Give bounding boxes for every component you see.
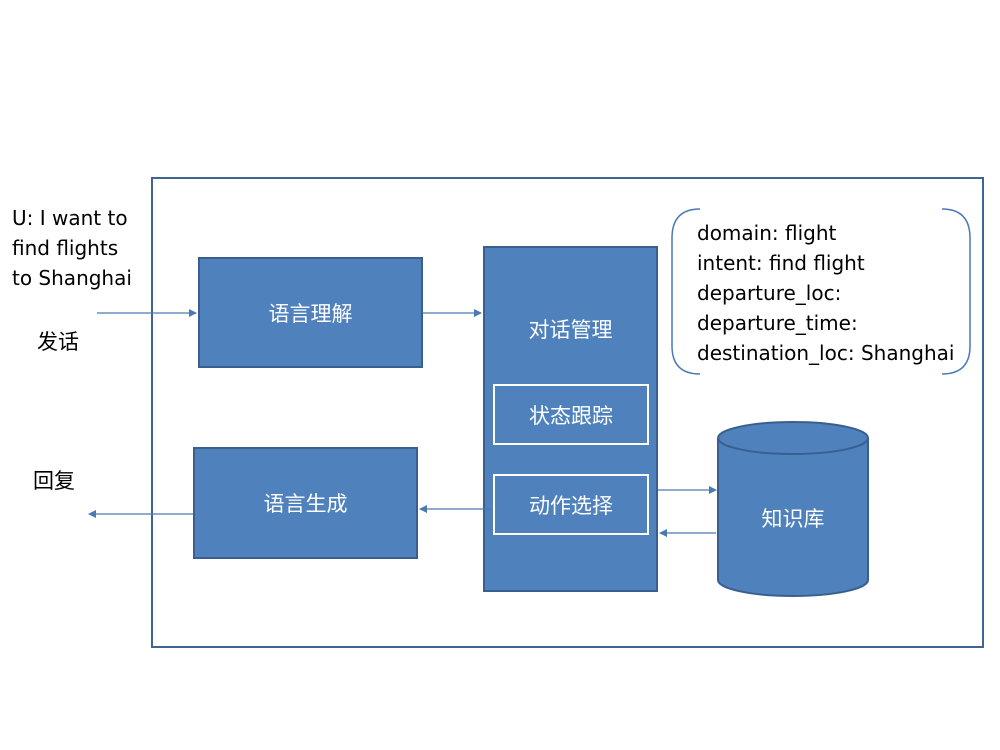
bracket-left [671,208,701,375]
dialogue-manager-label: 对话管理 [528,318,613,342]
state-line-departure-loc: departure_loc: [697,281,842,305]
cylinder-top [717,421,869,455]
state-line-departure-time: departure_time: [697,311,858,335]
state-tracking-box: 状态跟踪 [493,384,649,445]
nlg-label: 语言生成 [263,492,348,516]
user-utterance: U: I want to find flights to Shanghai [12,203,147,293]
system-frame [151,177,984,648]
nlu-label: 语言理解 [268,301,353,326]
dialogue-state-bracket [671,208,971,375]
knowledge-base-label: 知识库 [762,507,825,531]
state-line-intent: intent: find flight [697,251,865,275]
speak-label: 发话 [37,330,79,354]
dialogue-state: domain: flight intent: find flight depar… [697,218,954,368]
nlu-box: 语言理解 [198,257,423,368]
action-selection-box: 动作选择 [493,474,649,535]
cylinder-body [717,438,869,597]
nlg-box: 语言生成 [193,447,418,559]
state-tracking-label: 状态跟踪 [529,403,613,428]
state-line-domain: domain: flight [697,221,837,245]
user-utterance-line: to Shanghai [12,266,132,290]
bracket-right [941,208,971,375]
reply-label: 回复 [33,469,75,493]
knowledge-base-cylinder: 知识库 [717,421,869,597]
dialogue-manager-box: 对话管理 状态跟踪 动作选择 [483,246,658,592]
user-utterance-line: find flights [12,236,119,260]
user-utterance-line: U: I want to [12,206,128,230]
state-line-destination-loc: destination_loc: Shanghai [697,341,955,365]
action-selection-label: 动作选择 [529,493,613,518]
